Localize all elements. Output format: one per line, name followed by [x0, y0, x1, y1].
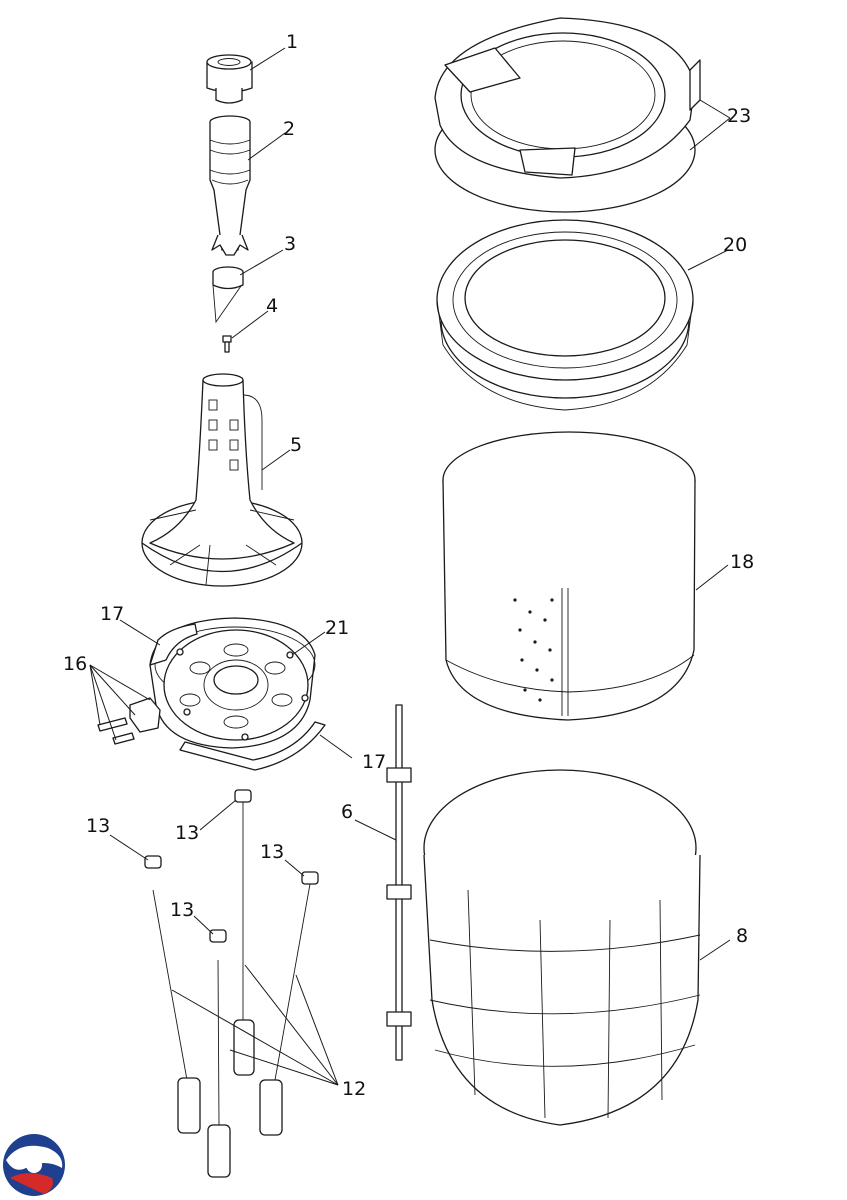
callout-6: 6 [341, 801, 353, 823]
callout-5: 5 [290, 434, 302, 456]
part-12-suspension-rods [152, 802, 311, 1178]
callout-4: 4 [266, 295, 278, 317]
callout-17: 17 [362, 751, 386, 773]
part-16-clip-assembly [97, 697, 161, 745]
part-2-agitator-shaft [209, 115, 251, 256]
part-17-ring-segments [149, 623, 326, 771]
callout-18: 18 [730, 551, 754, 573]
callout-17: 17 [100, 603, 124, 625]
callout-13: 13 [170, 899, 194, 921]
callout-8: 8 [736, 925, 748, 947]
part-13-suspension-caps [144, 789, 319, 943]
part-1-cap [206, 54, 253, 104]
callout-3: 3 [284, 233, 296, 255]
part-23-tub-ring [434, 17, 701, 213]
callout-20: 20 [723, 234, 747, 256]
part-3-coupling [212, 266, 244, 324]
part-5-agitator [141, 373, 303, 587]
part-6-rod [386, 704, 412, 1061]
callout-13: 13 [175, 822, 199, 844]
callout-13: 13 [86, 815, 110, 837]
callout-2: 2 [283, 118, 295, 140]
part-18-inner-basket [442, 431, 696, 721]
callout-16: 16 [63, 653, 87, 675]
callout-23: 23 [727, 105, 751, 127]
callout-1: 1 [286, 31, 298, 53]
part-20-balance-ring [436, 219, 694, 411]
callout-21: 21 [325, 617, 349, 639]
part-4-screw [222, 335, 232, 353]
leader-lines [89, 47, 731, 1086]
part-17-hub-plate [149, 617, 316, 749]
part-8-outer-tub [423, 769, 701, 1126]
callout-12: 12 [342, 1078, 366, 1100]
brand-logo [3, 1134, 65, 1196]
callout-13: 13 [260, 841, 284, 863]
